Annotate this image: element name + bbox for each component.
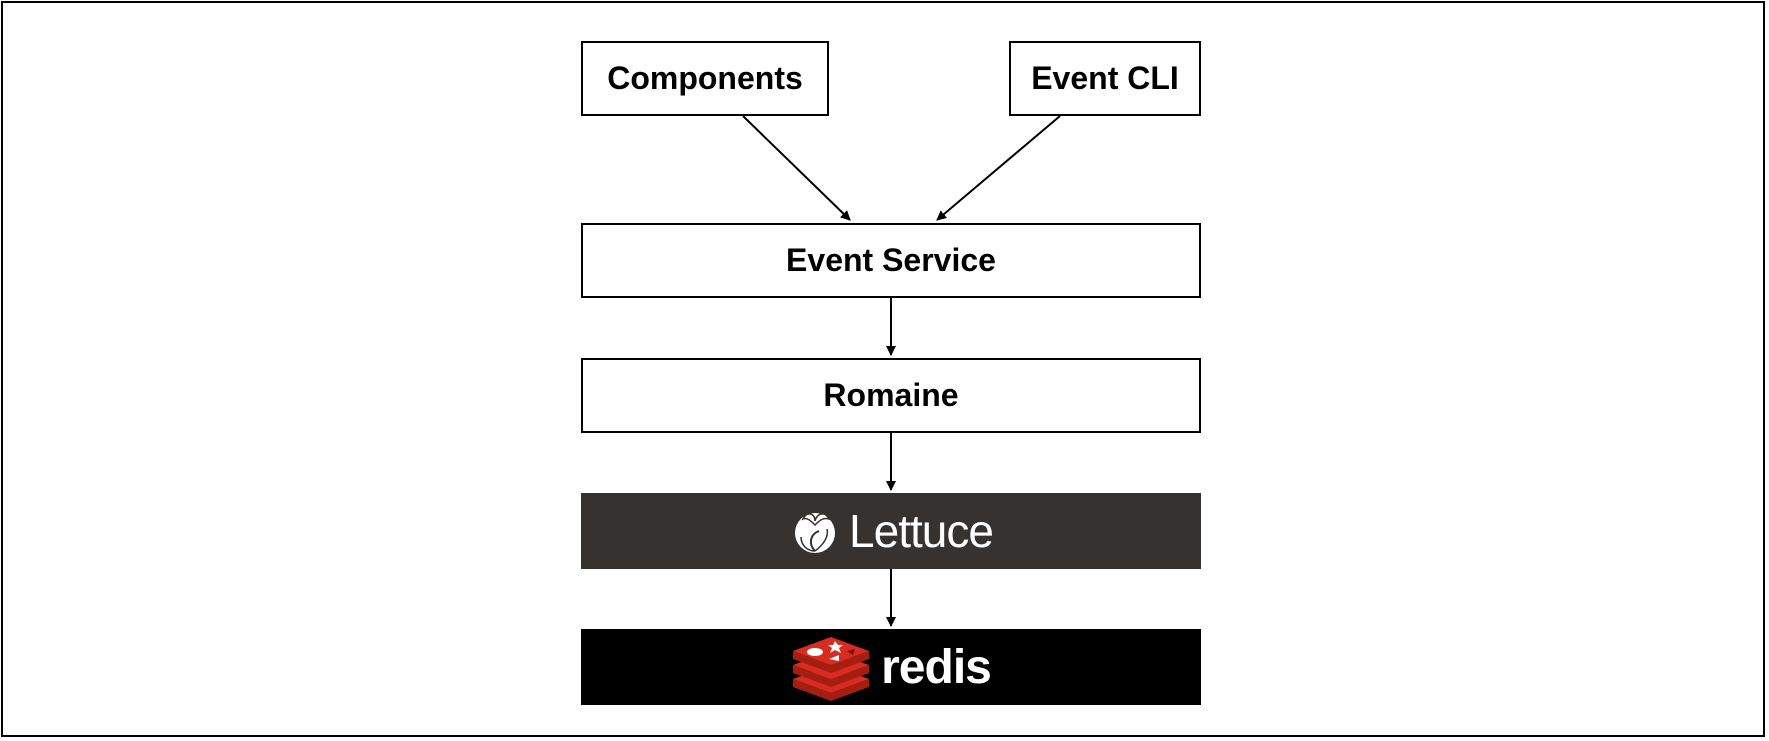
- romaine-node: Romaine: [581, 358, 1201, 433]
- event-service-node: Event Service: [581, 223, 1201, 298]
- redis-wordmark: redis: [881, 640, 992, 694]
- event-service-label: Event Service: [786, 242, 996, 278]
- lettuce-wordmark: Lettuce: [849, 505, 994, 557]
- romaine-label: Romaine: [823, 377, 959, 413]
- lettuce-leaf-icon: [795, 513, 836, 553]
- event-cli-label: Event CLI: [1031, 60, 1179, 96]
- components-node: Components: [581, 41, 829, 116]
- redis-stack-icon: [793, 637, 870, 701]
- event-cli-node: Event CLI: [1009, 41, 1201, 116]
- components-label: Components: [607, 60, 803, 96]
- redis-logo-node: redis: [581, 629, 1201, 705]
- lettuce-logo-node: Lettuce: [581, 493, 1201, 569]
